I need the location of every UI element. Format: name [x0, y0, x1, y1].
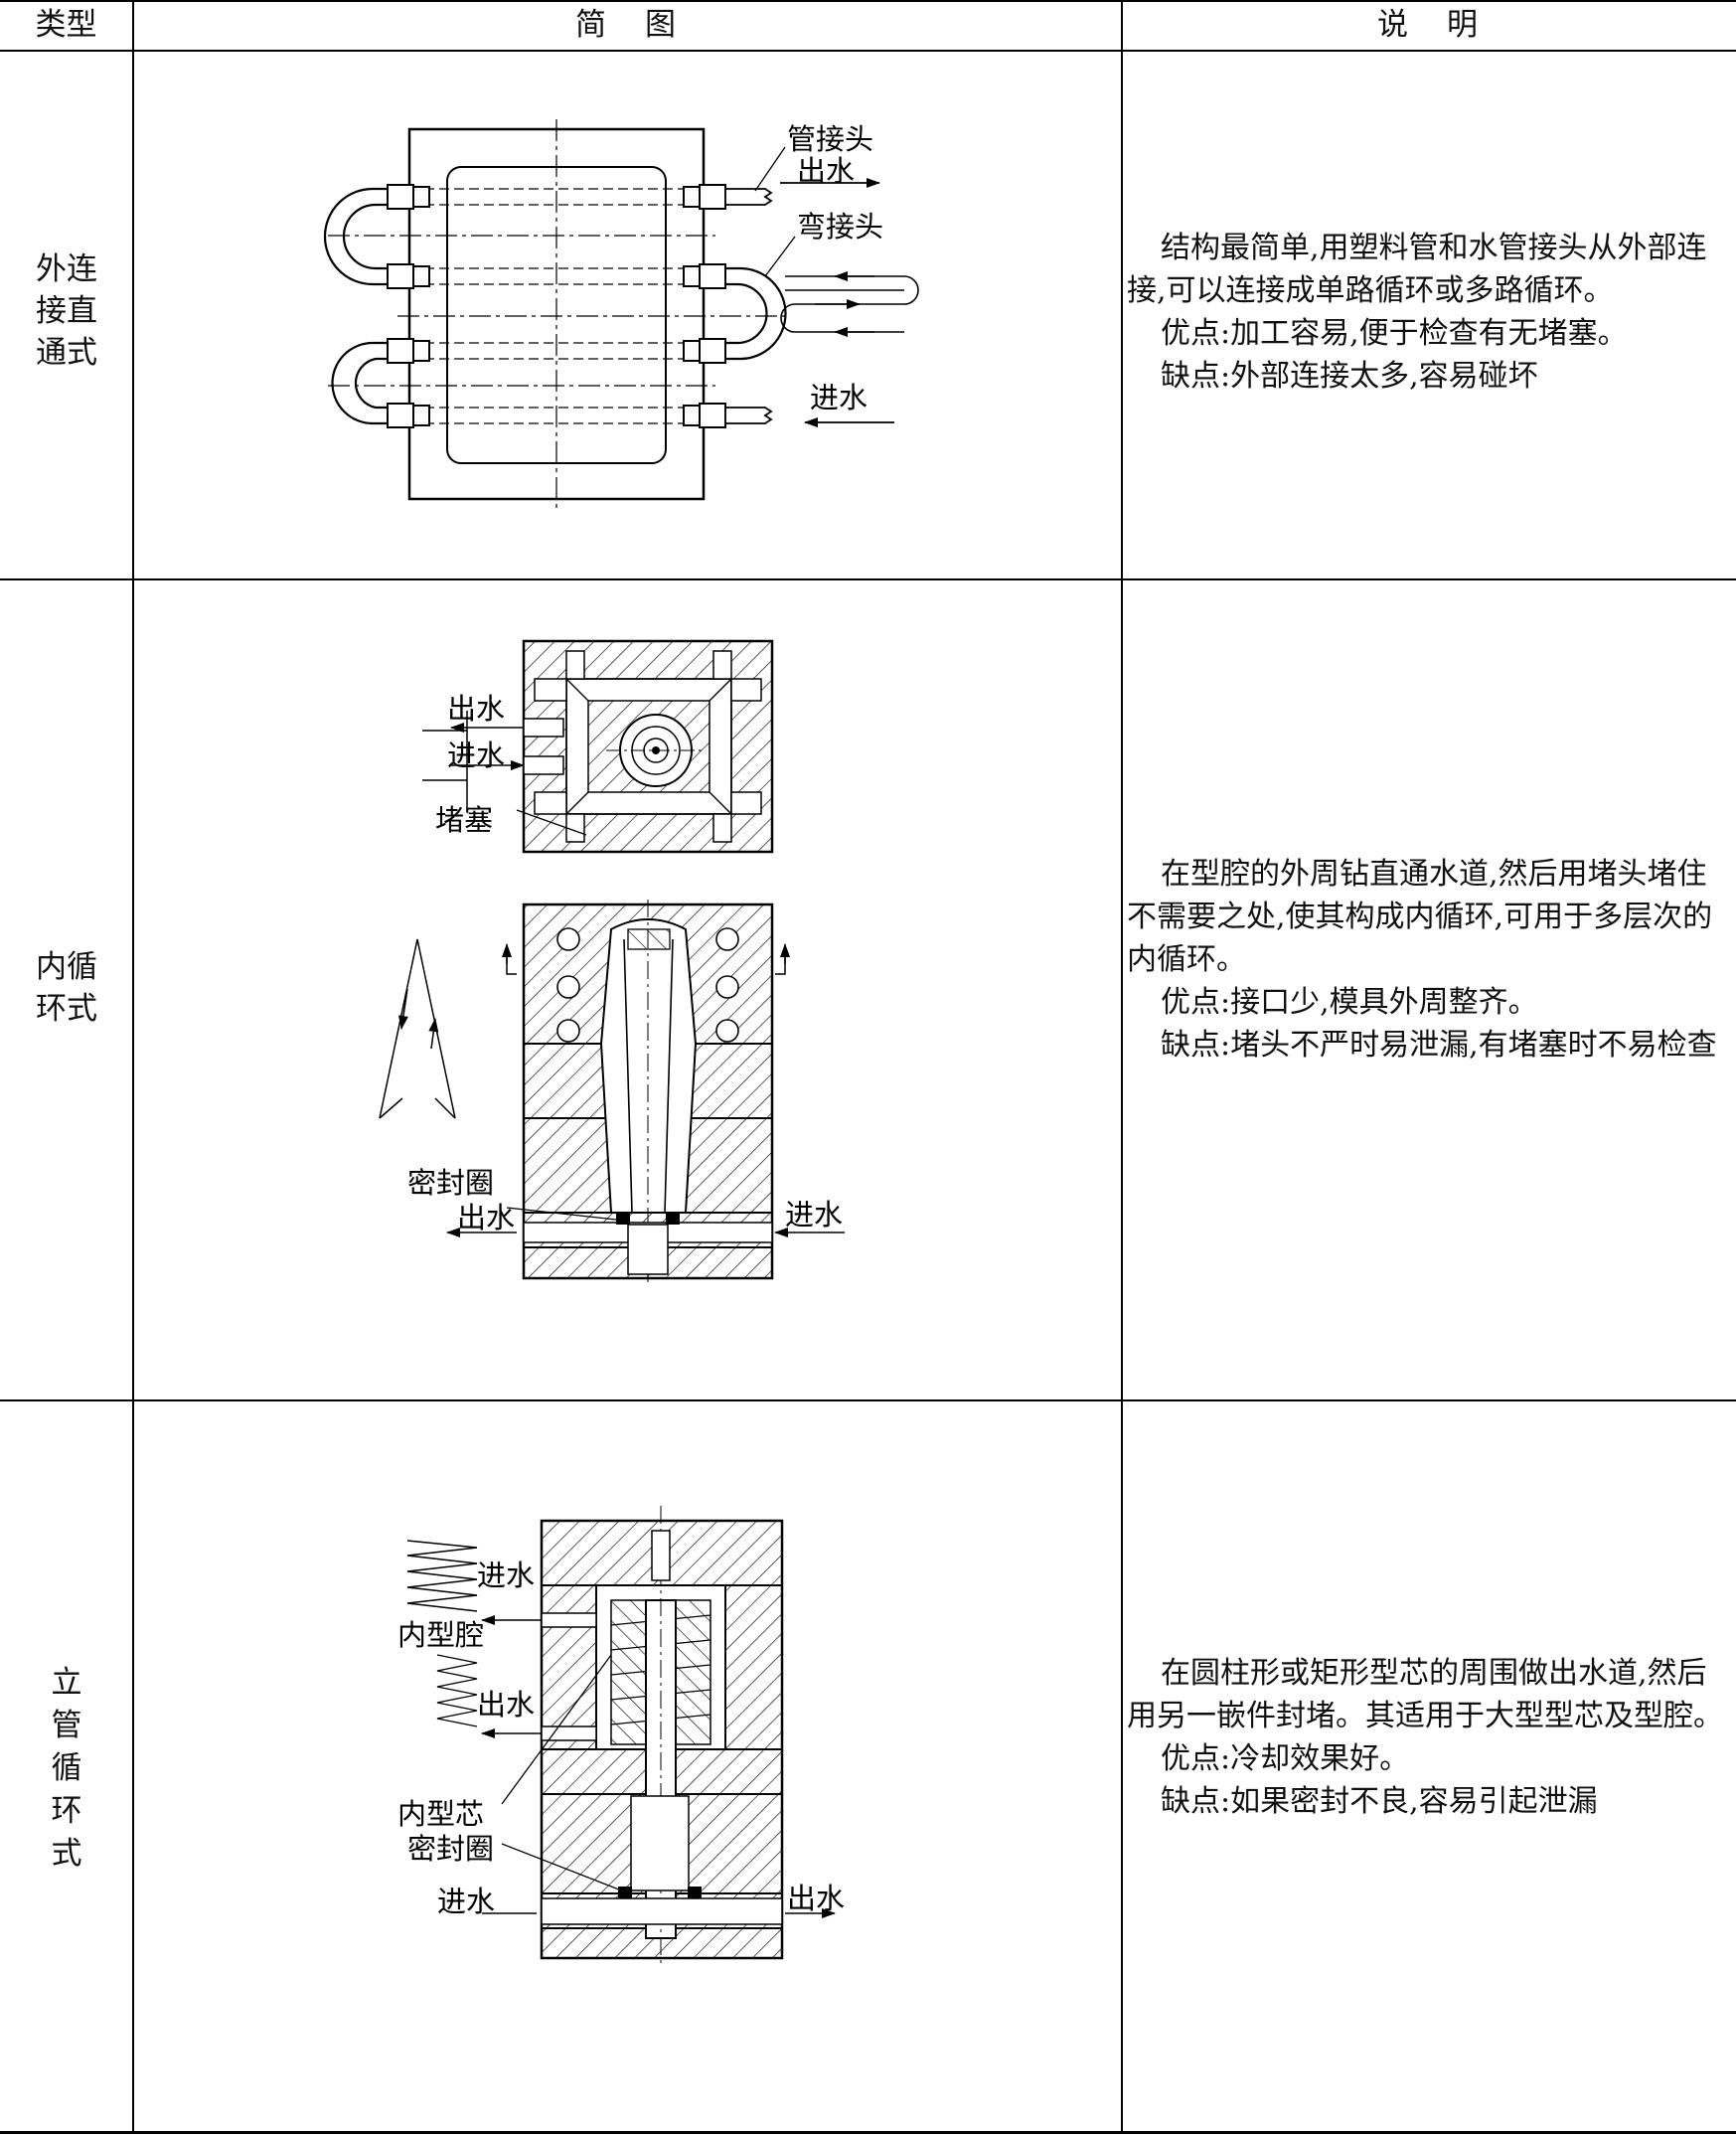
table-bottom-rule	[0, 2131, 1736, 2134]
row1-rule	[0, 578, 1736, 580]
row3-type-line: 管	[51, 1708, 82, 1743]
col-divider-2	[1121, 0, 1123, 2134]
row1-type-line: 接直	[36, 293, 97, 329]
label-pipe-joint: 管接头	[787, 122, 873, 156]
label-seal-ring: 密封圈	[407, 1166, 494, 1200]
label-inner-core: 内型芯	[397, 1797, 484, 1831]
row3-desc-para: 缺点:如果密封不良,容易引起泄漏	[1161, 1784, 1598, 1819]
row1-desc-para: 优点:加工容易,便于检查有无堵塞。	[1161, 316, 1628, 351]
row1-diagram: 管接头 出水 弯接头 进水	[323, 119, 919, 512]
row3-desc-para: 优点:冷却效果好。	[1161, 1741, 1410, 1776]
row1-type-line: 外连	[36, 251, 97, 287]
row2-type-line: 环式	[36, 991, 97, 1027]
header-rule	[0, 50, 1736, 52]
row2-rule	[0, 1399, 1736, 1401]
row3-desc-para: 在圆柱形或矩形型芯的周围做出水道,然后用另一嵌件封堵。其适用于大型型芯及型腔。	[1127, 1656, 1723, 1733]
header-diagram: 简 图	[575, 7, 680, 43]
label-water-out-bottom: 出水	[787, 1882, 845, 1915]
row1-type: 外连 接直 通式	[0, 248, 133, 374]
row3-type-line: 式	[51, 1836, 82, 1872]
row3-type-line: 循	[51, 1750, 82, 1786]
row3-type-line: 立	[51, 1665, 82, 1701]
table-top-rule	[0, 0, 1736, 2]
label-water-in-bottom: 进水	[785, 1198, 843, 1232]
header-description: 说 明	[1377, 7, 1482, 43]
label-water-in-top: 进水	[477, 1559, 535, 1592]
col-divider-1	[132, 0, 134, 2134]
label-inner-cavity: 内型腔	[397, 1618, 484, 1652]
label-water-in: 进水	[810, 381, 868, 414]
header-type: 类型	[35, 7, 97, 43]
row2-description: 在型腔的外周钻直通水道,然后用堵头堵住不需要之处,使其构成内循环,可用于多层次的…	[1127, 853, 1731, 1067]
label-water-in-bottom: 进水	[437, 1885, 495, 1918]
label-elbow: 弯接头	[797, 210, 883, 244]
row1-type-line: 通式	[36, 335, 97, 371]
row2-type: 内循 环式	[0, 946, 133, 1030]
row3-type: 立 管 循 环 式	[0, 1662, 133, 1876]
row2-desc-para: 优点:接口少,模具外周整齐。	[1161, 985, 1538, 1020]
label-water-out-top: 出水	[477, 1688, 535, 1722]
row1-desc-para: 缺点:外部连接太多,容易碰坏	[1161, 359, 1538, 394]
row3-description: 在圆柱形或矩形型芯的周围做出水道,然后用另一嵌件封堵。其适用于大型型芯及型腔。 …	[1127, 1652, 1731, 1823]
row3-diagram: 进水 内型腔 出水 内型芯 密封圈 进水 出水	[397, 1506, 845, 1968]
label-water-out-bottom: 出水	[457, 1201, 515, 1234]
row2-diagram: 出水 进水 堵塞	[379, 639, 845, 1282]
label-seal-ring: 密封圈	[407, 1832, 494, 1866]
label-water-in-top: 进水	[447, 739, 505, 772]
row1-description: 结构最简单,用塑料管和水管接头从外部连接,可以连接成单路循环或多路循环。 优点:…	[1127, 227, 1731, 398]
row1-desc-para: 结构最简单,用塑料管和水管接头从外部连接,可以连接成单路循环或多路循环。	[1127, 231, 1707, 308]
row2-type-line: 内循	[36, 949, 97, 985]
row3-type-line: 环	[51, 1793, 82, 1829]
row2-desc-para: 缺点:堵头不严时易泄漏,有堵塞时不易检查	[1161, 1028, 1717, 1063]
label-plug: 堵塞	[435, 803, 493, 837]
label-water-out-top: 出水	[447, 692, 505, 726]
row2-desc-para: 在型腔的外周钻直通水道,然后用堵头堵住不需要之处,使其构成内循环,可用于多层次的…	[1127, 857, 1713, 977]
label-water-out: 出水	[797, 154, 855, 188]
